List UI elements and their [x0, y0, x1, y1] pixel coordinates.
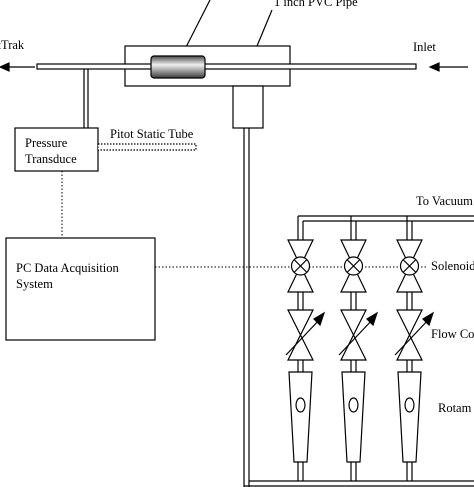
pressure-label-line1: Pressure: [25, 136, 68, 150]
rotameter-3: [397, 371, 422, 463]
branch-1: [285, 216, 357, 481]
solenoid-label: Solenoid: [431, 259, 474, 273]
pitot-tube: [97, 143, 197, 151]
vacuum-label: To Vacuum: [416, 194, 473, 208]
main-pipe: [36, 63, 417, 70]
flow-control-valve-1: [287, 309, 314, 361]
pressure-transducer-group: [14, 127, 197, 238]
branch-3: [394, 239, 435, 481]
pipe-label: 1 inch PVC Pipe: [274, 0, 358, 9]
pipe-leader-line: [256, 9, 273, 47]
flow-control-valve-3: [396, 309, 423, 361]
vacuum-port-box: [232, 85, 264, 129]
inlet-arrowhead: [428, 62, 440, 72]
pressure-label-line2: Transduce: [25, 152, 77, 166]
manifold-left-corner: [297, 216, 304, 240]
outlet-arrowhead: [0, 62, 10, 72]
pc-label-line2: System: [16, 277, 53, 291]
flow-sensor: [150, 55, 206, 79]
flow-control-label: Flow Co: [431, 327, 474, 341]
vacuum-manifold: [285, 215, 474, 481]
pressure-transducer-box: [14, 127, 99, 172]
outlet-label: atTrak: [0, 38, 25, 52]
rotameter-2: [341, 371, 366, 463]
pitot-label: Pitot Static Tube: [110, 127, 194, 141]
rotameter-1: [288, 371, 313, 463]
pc-group: [5, 237, 428, 341]
pc-acquisition-box: [5, 237, 156, 341]
flow-control-valve-2: [340, 309, 367, 361]
inlet-label: Inlet: [413, 40, 436, 54]
branch-2: [338, 216, 413, 481]
labels: 1 inch PVC Pipe atTrak Inlet Pressure Tr…: [0, 0, 474, 415]
pc-label-line1: PC Data Acquisition: [16, 261, 120, 275]
rotameter-label: Rotam: [438, 401, 472, 415]
